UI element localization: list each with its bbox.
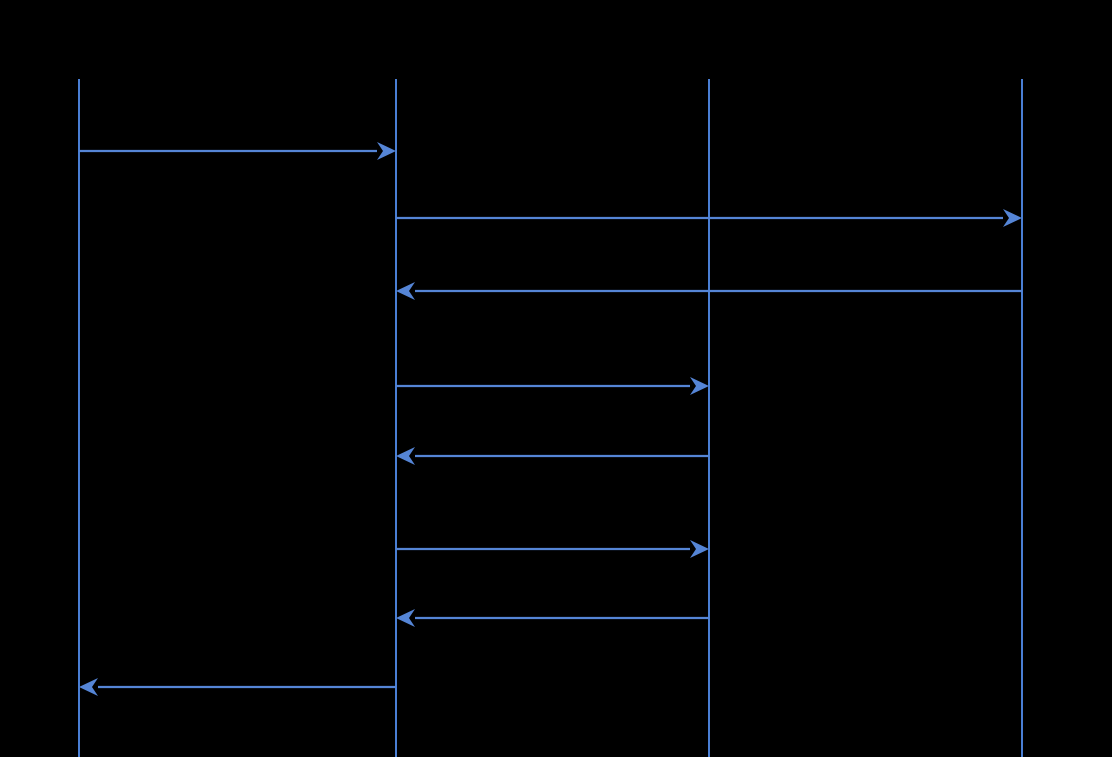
message-3[interactable] — [396, 282, 1022, 300]
message-1[interactable] — [79, 142, 396, 160]
message-arrowhead-1 — [377, 142, 396, 160]
message-4[interactable] — [396, 377, 709, 395]
messages-layer — [79, 142, 1022, 696]
message-arrowhead-3 — [396, 282, 415, 300]
message-arrowhead-8 — [79, 678, 98, 696]
message-2[interactable] — [396, 209, 1022, 227]
participants-layer — [78, 79, 1023, 757]
message-arrowhead-2 — [1003, 209, 1022, 227]
message-arrowhead-4 — [690, 377, 709, 395]
message-arrowhead-7 — [396, 609, 415, 627]
message-arrowhead-6 — [690, 540, 709, 558]
message-6[interactable] — [396, 540, 709, 558]
message-7[interactable] — [396, 609, 709, 627]
message-arrowhead-5 — [396, 447, 415, 465]
message-5[interactable] — [396, 447, 709, 465]
message-8[interactable] — [79, 678, 396, 696]
